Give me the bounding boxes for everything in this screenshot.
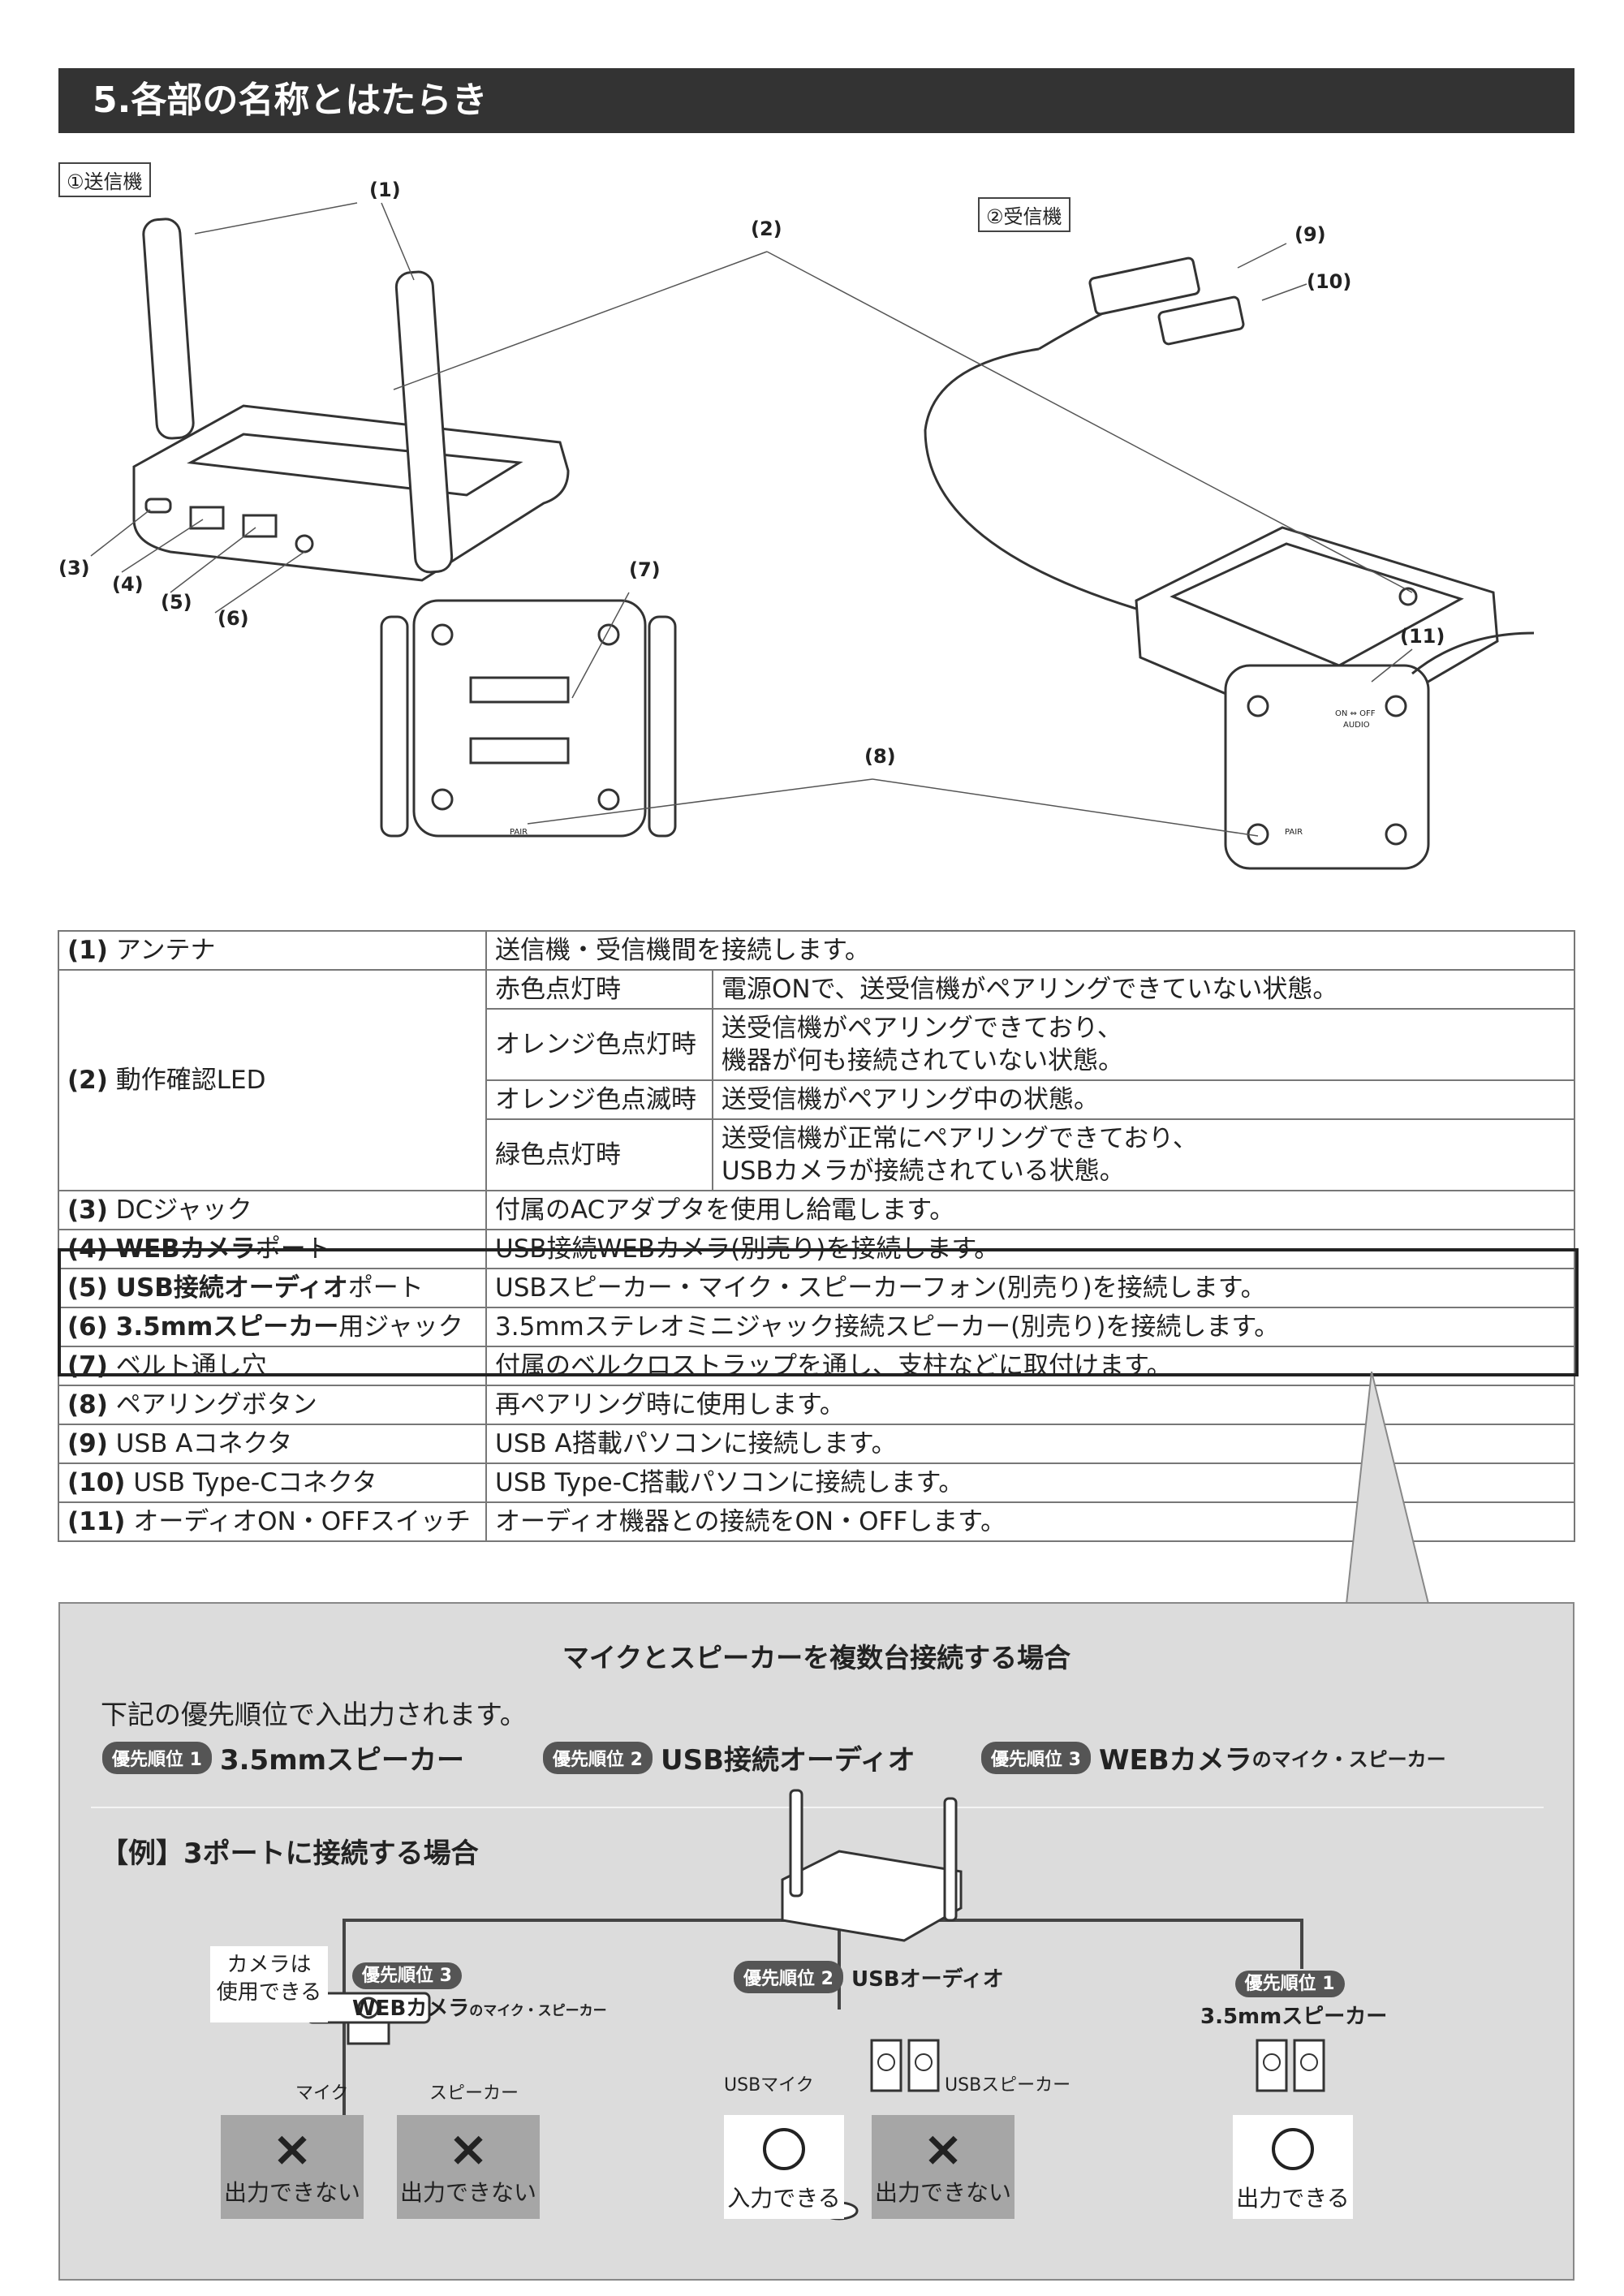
callout-3: (3): [58, 557, 90, 579]
ex-speaker-header: 優先順位 1 3.5mmスピーカー: [1200, 1969, 1387, 2030]
table-row: (4) WEBカメラポート USB接続WEBカメラ(別売り)を接続します。: [58, 1229, 1575, 1269]
spec-table: (1) アンテナ 送信機・受信機間を接続します。 (2) 動作確認LED 赤色点…: [58, 930, 1575, 1542]
table-row: (9) USB Aコネクタ USB A搭載パソコンに接続します。: [58, 1424, 1575, 1464]
table-row: (1) アンテナ 送信機・受信機間を接続します。: [58, 930, 1575, 971]
priority-2: 優先順位 2 USB接続オーディオ: [543, 1738, 915, 1777]
result-3-5mm-speaker: 出力できる: [1233, 2115, 1353, 2219]
callout-8: (8): [864, 745, 896, 768]
priority-badge: 優先順位 2: [543, 1741, 653, 1774]
table-row: オレンジ色点滅時 送受信機がペアリング中の状態。: [58, 1079, 1575, 1120]
table-row: (3) DCジャック 付属のACアダプタを使用し給電します。: [58, 1190, 1575, 1230]
table-row: (5) USB接続オーディオポート USBスピーカー・マイク・スピーカーフォン(…: [58, 1268, 1575, 1308]
callout-1: (1): [369, 179, 401, 201]
callout-4: (4): [112, 573, 144, 596]
table-row: 緑色点灯時 送受信機が正常にペアリングできており、USBカメラが接続されている状…: [58, 1118, 1575, 1191]
result-usb-speaker: ×出力できない: [872, 2115, 1014, 2219]
sender-bottom: [412, 599, 647, 838]
ex-usb-header: 優先順位 2 USBオーディオ: [734, 1961, 1004, 1993]
usb-speaker-label: USBスピーカー: [945, 2075, 1071, 2096]
camera-note: カメラは使用できる: [210, 1946, 328, 2022]
callout-5: (5): [161, 591, 192, 614]
circle-icon: [763, 2128, 805, 2170]
usb-mic-label: USBマイク: [724, 2075, 814, 2096]
speaker-label: スピーカー: [429, 2083, 519, 2104]
multi-connection-panel: マイクとスピーカーを複数台接続する場合 下記の優先順位で入出力されます。 優先順…: [58, 1602, 1574, 2281]
priority-1: 優先順位 1 3.5mmスピーカー: [102, 1738, 464, 1777]
section-title: 5.各部の名称とはたらき: [93, 80, 488, 121]
circle-icon: [1272, 2128, 1314, 2170]
panel-desc: 下記の優先順位で入出力されます。: [101, 1699, 527, 1730]
callout-6: (6): [218, 607, 249, 630]
divider: [91, 1807, 1544, 1808]
mic-label: マイク: [295, 2083, 349, 2104]
receiver-label: ②受信機: [978, 197, 1070, 232]
antenna-right: [394, 270, 454, 574]
priority-badge: 優先順位 3: [981, 1741, 1091, 1774]
result-webcam-speaker: ×出力できない: [397, 2115, 540, 2219]
priority-3: 優先順位 3 WEBカメラのマイク・スピーカー: [981, 1738, 1446, 1777]
sender-label: ①送信機: [58, 162, 151, 197]
table-row: (7) ベルト通し穴 付属のベルクロストラップを通し、支柱などに取付けます。: [58, 1346, 1575, 1386]
pair-label-receiver: PAIR: [1285, 828, 1303, 837]
callout-2: (2): [751, 218, 782, 240]
callout-10: (10): [1307, 270, 1351, 293]
table-row: (6) 3.5mmスピーカー用ジャック 3.5mmステレオミニジャック接続スピー…: [58, 1307, 1575, 1347]
callout-9: (9): [1294, 223, 1326, 246]
sender-mini: [781, 1850, 963, 1942]
antenna-left: [142, 218, 195, 440]
panel-title: マイクとスピーカーを複数台接続する場合: [562, 1642, 1071, 1674]
priority-badge: 優先順位 1: [102, 1741, 212, 1774]
receiver-bottom: [1224, 664, 1430, 870]
audio-label: AUDIO: [1343, 721, 1370, 730]
switch-label: ON ⇔ OFF: [1335, 709, 1376, 718]
table-row: (2) 動作確認LED 赤色点灯時 電源ONで、送受信機がペアリングできていない…: [58, 969, 1575, 1191]
callout-11: (11): [1400, 625, 1445, 648]
result-usb-mic: 入力できる: [724, 2115, 844, 2219]
table-row: (8) ペアリングボタン 再ペアリング時に使用します。: [58, 1385, 1575, 1425]
section-header: 5.各部の名称とはたらき: [58, 68, 1574, 133]
example-title: 【例】3ポートに接続する場合: [101, 1837, 479, 1870]
table-row: オレンジ色点灯時 送受信機がペアリングできており、機器が何も接続されていない状態…: [58, 1008, 1575, 1081]
callout-7: (7): [629, 558, 661, 581]
result-webcam-mic: ×出力できない: [221, 2115, 364, 2219]
callout-pointer: [1345, 1372, 1430, 1605]
pair-label-sender: PAIR: [510, 828, 528, 837]
ex-webcam-header: 優先順位 3 WEBカメラのマイク・スピーカー: [352, 1961, 607, 2022]
sender-body: [132, 404, 570, 582]
device-diagram: (1) (2) (3) (4) (5) (6) (7) (8) (9) (10)…: [58, 179, 1535, 870]
